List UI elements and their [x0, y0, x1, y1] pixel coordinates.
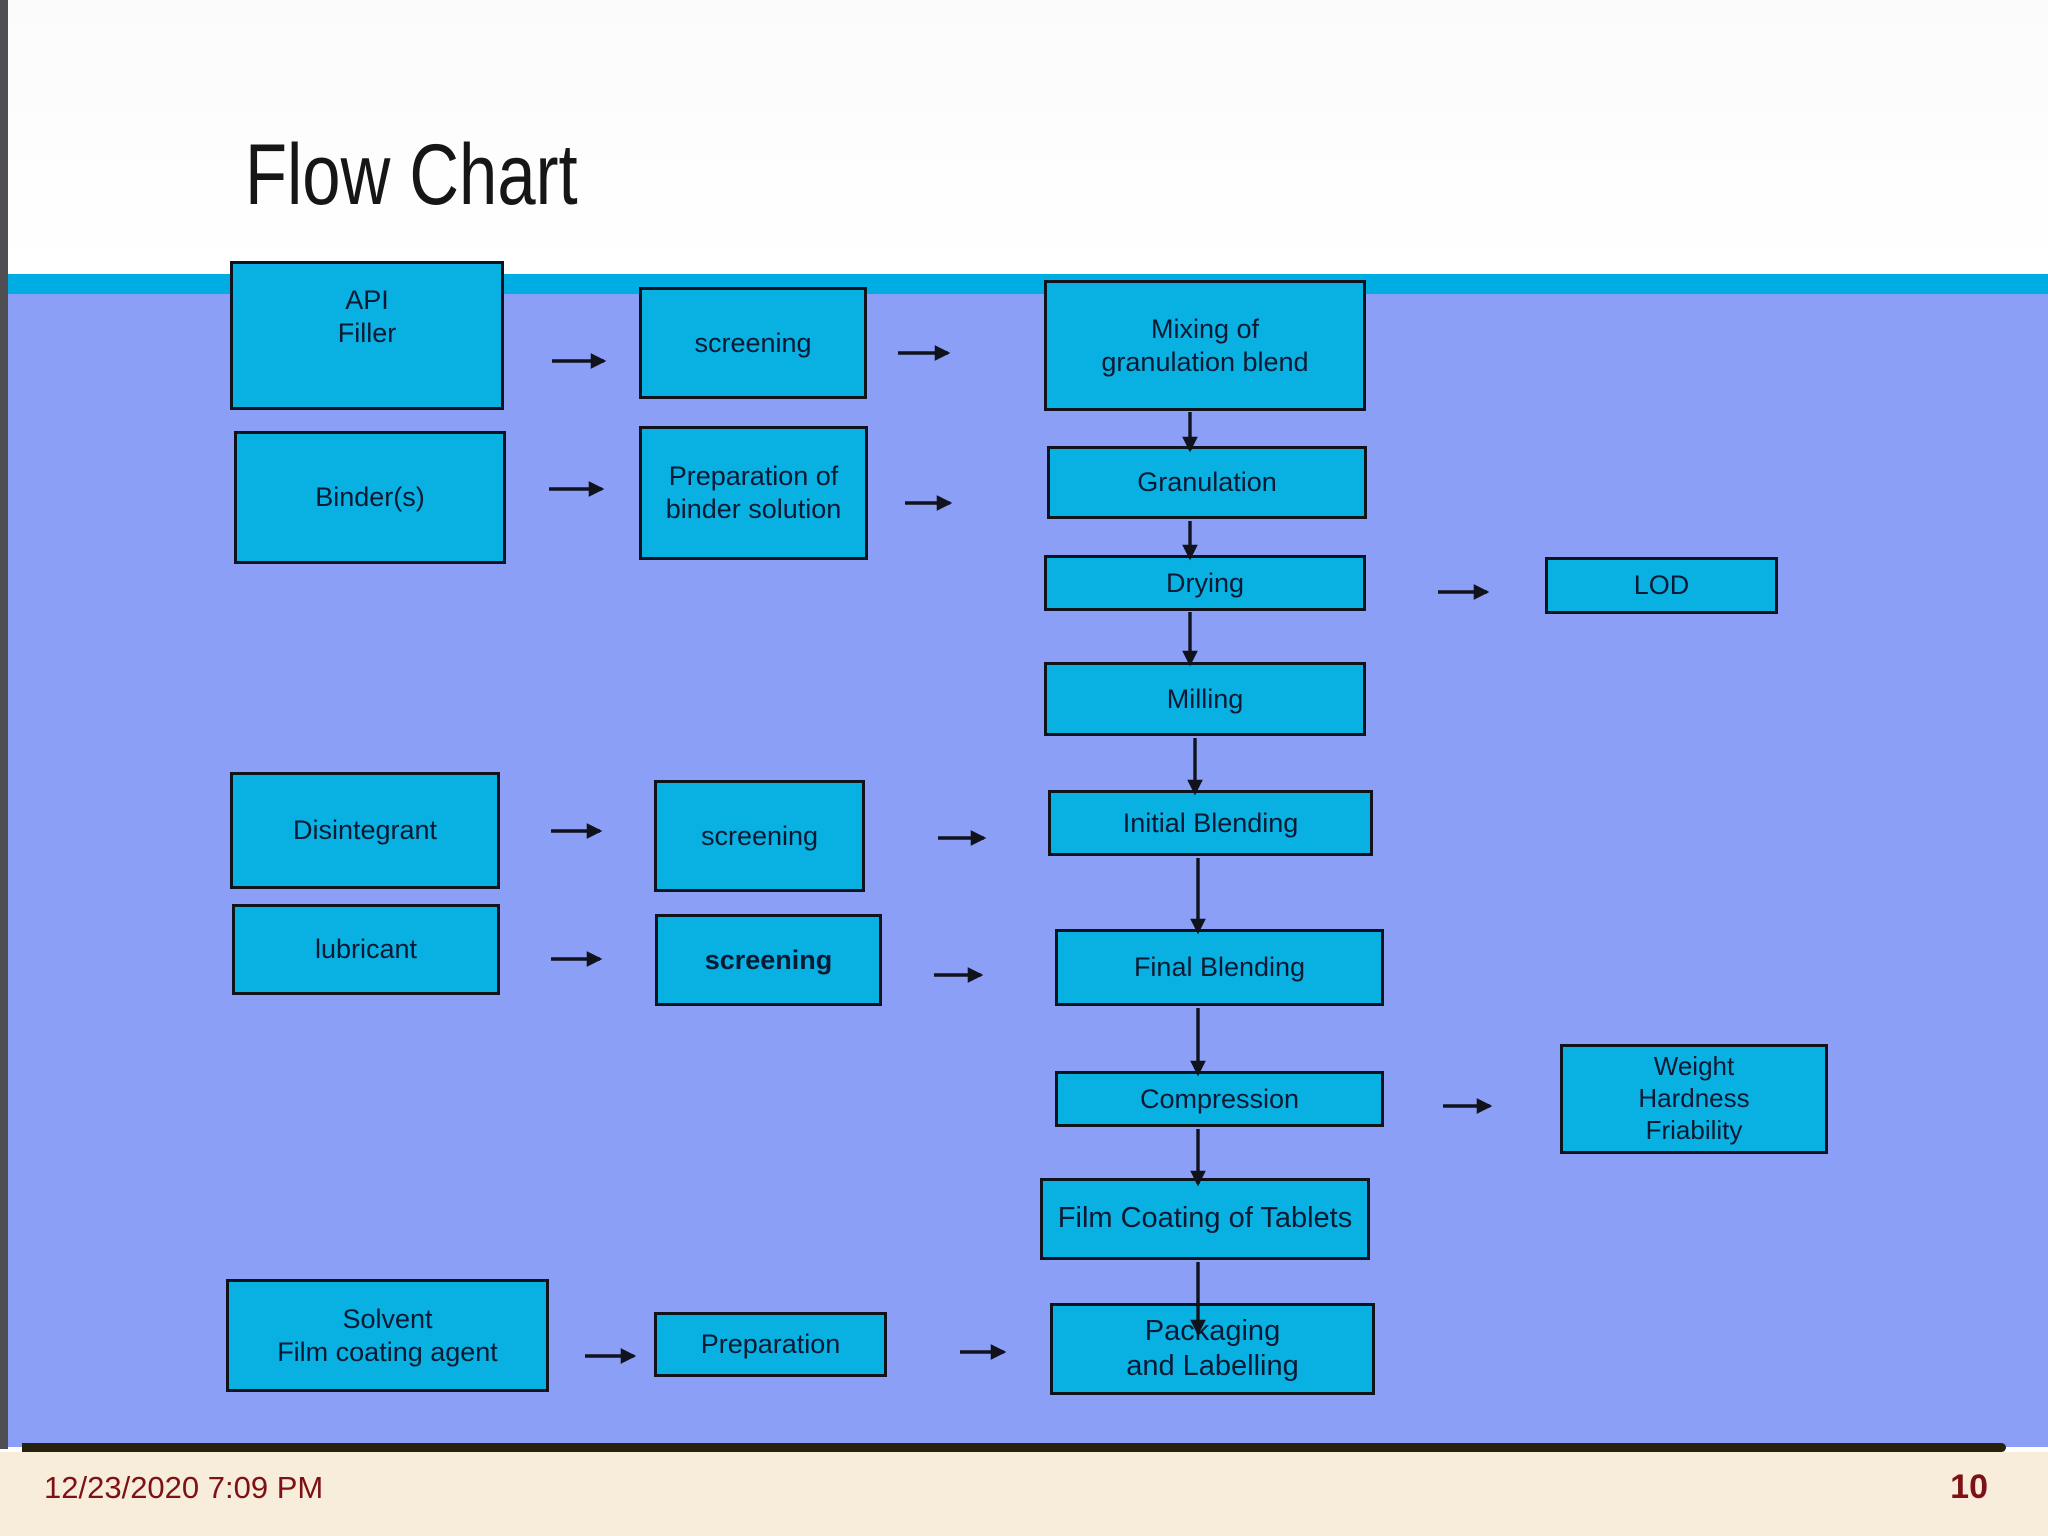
title-area [0, 0, 2048, 274]
flow-node-screening-1: screening [639, 287, 867, 399]
slide-title: Flow Chart [245, 126, 578, 223]
flow-node-binders: Binder(s) [234, 431, 506, 564]
flow-node-screening-3: screening [655, 914, 882, 1006]
flow-node-packaging: Packaging and Labelling [1050, 1303, 1375, 1395]
flow-node-screening-2: screening [654, 780, 865, 892]
flow-node-film-coating: Film Coating of Tablets [1040, 1178, 1370, 1260]
flow-node-milling: Milling [1044, 662, 1366, 736]
flow-node-initial-blending: Initial Blending [1048, 790, 1373, 856]
footer-datetime: 12/23/2020 7:09 PM [44, 1470, 324, 1505]
flow-node-api-filler: API Filler [230, 261, 504, 410]
flow-node-weight-hardness: Weight Hardness Friability [1560, 1044, 1828, 1154]
flow-node-lod: LOD [1545, 557, 1778, 614]
flow-node-mixing: Mixing of granulation blend [1044, 280, 1366, 411]
flow-node-disintegrant: Disintegrant [230, 772, 500, 889]
flow-node-lubricant: lubricant [232, 904, 500, 995]
left-edge-bar [0, 0, 8, 1449]
flow-node-drying: Drying [1044, 555, 1366, 611]
slide-bottom-border [22, 1443, 2006, 1452]
flow-node-solvent: Solvent Film coating agent [226, 1279, 549, 1392]
flow-node-final-blending: Final Blending [1055, 929, 1384, 1006]
flow-node-compression: Compression [1055, 1071, 1384, 1127]
footer: 12/23/2020 7:09 PM 10 [0, 1452, 2048, 1536]
flow-node-preparation: Preparation [654, 1312, 887, 1377]
footer-page-number: 10 [1950, 1468, 1988, 1506]
divider-strip [0, 274, 2048, 294]
flow-node-prep-binder: Preparation of binder solution [639, 426, 868, 560]
flow-node-granulation: Granulation [1047, 446, 1367, 519]
